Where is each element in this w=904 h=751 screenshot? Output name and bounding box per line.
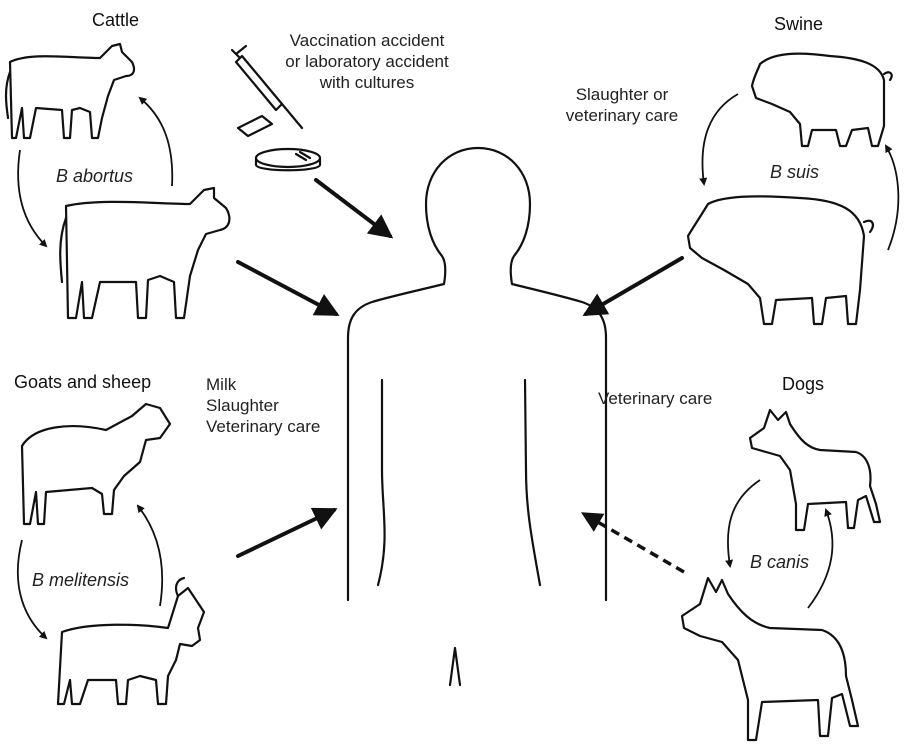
goat-icon xyxy=(58,578,204,704)
dogs-vet-care-label: Veterinary care xyxy=(598,388,712,409)
dogs-label: Dogs xyxy=(782,374,824,395)
slaughter-vet-label: Slaughter or veterinary care xyxy=(562,84,682,126)
dog-top-icon xyxy=(750,410,880,530)
dog-bottom-icon xyxy=(682,578,858,740)
slide-icon xyxy=(238,116,272,136)
cycle-arrow-goats-up xyxy=(138,506,162,606)
sheep-icon xyxy=(22,404,170,524)
slaughter-line: Slaughter xyxy=(206,395,320,416)
slaughter-vet-line-2: veterinary care xyxy=(562,105,682,126)
petri-dish-icon xyxy=(256,149,320,170)
arrow-goats-to-human xyxy=(238,510,334,556)
cycle-arrow-cattle-down xyxy=(18,150,46,246)
arrow-swine-to-human xyxy=(586,258,682,314)
arrow-cattle-to-human xyxy=(238,262,336,314)
milk-slaughter-vet-label: Milk Slaughter Veterinary care xyxy=(206,374,320,437)
milk-line: Milk xyxy=(206,374,320,395)
cattle-label: Cattle xyxy=(92,10,139,31)
cycle-arrow-cattle-up xyxy=(140,98,172,186)
arrow-lab-to-human xyxy=(316,180,390,236)
vaccination-line-2: or laboratory accident xyxy=(282,51,452,72)
cow-top-icon xyxy=(6,44,134,138)
vaccination-accident-label: Vaccination accident or laboratory accid… xyxy=(282,30,452,93)
b-canis-label: B canis xyxy=(750,552,809,573)
vaccination-line-3: with cultures xyxy=(282,72,452,93)
swine-label: Swine xyxy=(774,14,823,35)
cycle-arrow-dogs-up xyxy=(808,510,832,608)
goats-sheep-label: Goats and sheep xyxy=(14,372,151,393)
vet-care-line: Veterinary care xyxy=(206,416,320,437)
cycle-arrow-swine-down xyxy=(702,94,738,184)
slaughter-vet-line-1: Slaughter or xyxy=(562,84,682,105)
b-suis-label: B suis xyxy=(770,162,819,183)
vaccination-line-1: Vaccination accident xyxy=(282,30,452,51)
pig-top-icon xyxy=(752,54,892,146)
arrow-dogs-to-human-dashed xyxy=(584,514,684,572)
b-melitensis-label: B melitensis xyxy=(32,570,129,591)
cycle-arrow-swine-up xyxy=(886,146,898,250)
pig-bottom-icon xyxy=(688,196,873,324)
b-abortus-label: B abortus xyxy=(56,166,133,187)
human-silhouette xyxy=(348,148,606,685)
cow-bottom-icon xyxy=(60,188,229,318)
